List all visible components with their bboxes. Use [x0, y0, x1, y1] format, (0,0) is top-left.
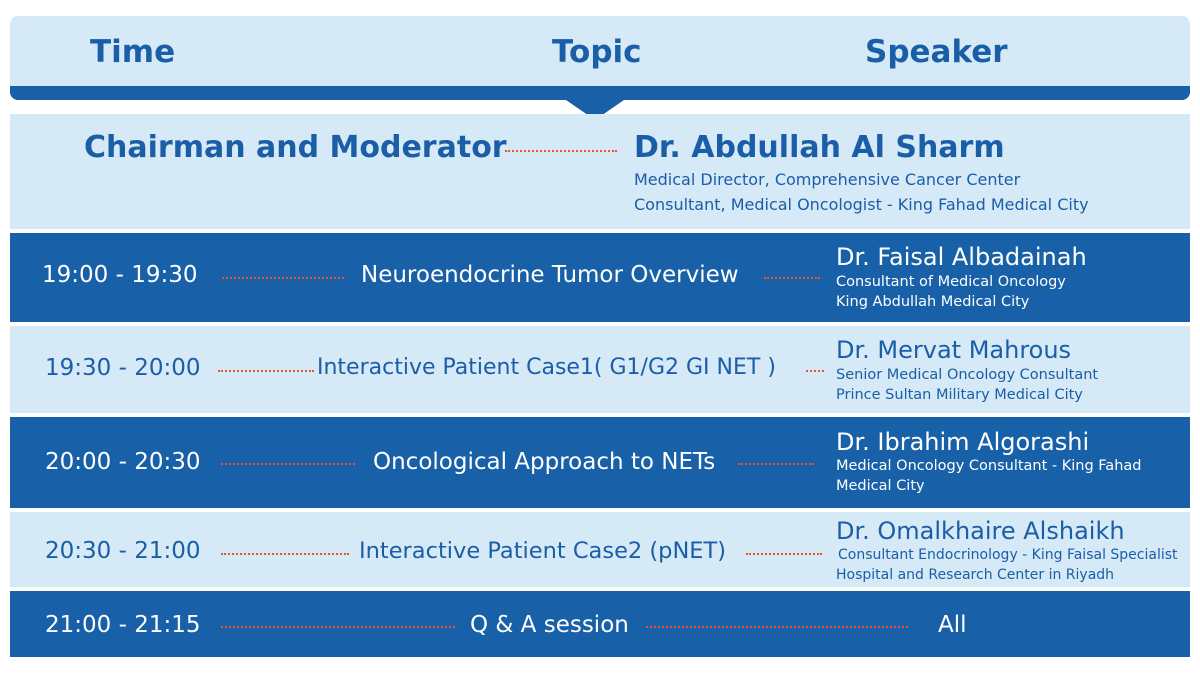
- session-topic: Oncological Approach to NETs: [373, 449, 716, 475]
- speaker-title-line2: Medical City: [836, 478, 925, 494]
- speaker-title-line1: Medical Oncology Consultant - King Fahad: [836, 458, 1142, 474]
- topic-column-header: Topic: [552, 34, 642, 70]
- dotted-leader: [646, 626, 908, 628]
- dotted-leader: [806, 370, 824, 372]
- speaker-name: Dr. Ibrahim Algorashi: [836, 428, 1090, 456]
- session-time: 21:00 - 21:15: [45, 612, 201, 638]
- chair-title-line2: Consultant, Medical Oncologist - King Fa…: [634, 195, 1089, 214]
- session-time: 19:00 - 19:30: [42, 262, 198, 288]
- speaker-title-line1: Senior Medical Oncology Consultant: [836, 367, 1099, 383]
- speaker-title-line1: Consultant of Medical Oncology: [836, 274, 1066, 290]
- speaker-title-line2: King Abdullah Medical City: [836, 294, 1030, 310]
- dotted-leader: [221, 463, 355, 465]
- time-column-header: Time: [90, 34, 176, 70]
- dotted-leader: [222, 277, 344, 279]
- dotted-leader: [221, 553, 349, 555]
- session-row: [10, 417, 1190, 508]
- speaker-name: Dr. Mervat Mahrous: [836, 336, 1072, 364]
- session-time: 20:30 - 21:00: [45, 538, 201, 564]
- chair-name: Dr. Abdullah Al Sharm: [634, 130, 1005, 165]
- session-row: [10, 512, 1190, 587]
- dotted-leader: [218, 370, 314, 372]
- chair-title-line1: Medical Director, Comprehensive Cancer C…: [634, 170, 1021, 189]
- dotted-leader: [738, 463, 814, 465]
- dotted-leader: [764, 277, 820, 279]
- speaker-name: Dr. Faisal Albadainah: [836, 243, 1087, 271]
- session-topic: Interactive Patient Case1( G1/G2 GI NET …: [317, 355, 776, 380]
- speaker-name: All: [938, 612, 967, 638]
- session-row: [10, 326, 1190, 413]
- session-time: 20:00 - 20:30: [45, 449, 201, 475]
- speaker-title-line2: Prince Sultan Military Medical City: [836, 387, 1083, 403]
- speaker-title-line1: Consultant Endocrinology - King Faisal S…: [838, 547, 1178, 563]
- session-row: [10, 591, 1190, 657]
- session-topic: Interactive Patient Case2 (pNET): [359, 538, 727, 564]
- speaker-name: Dr. Omalkhaire Alshaikh: [836, 517, 1125, 545]
- session-time: 19:30 - 20:00: [45, 355, 201, 381]
- session-row: [10, 233, 1190, 322]
- speaker-title-line2: Hospital and Research Center in Riyadh: [836, 567, 1115, 583]
- dotted-leader: [746, 553, 822, 555]
- chair-row: [10, 114, 1190, 229]
- session-topic: Neuroendocrine Tumor Overview: [361, 262, 739, 288]
- header-bar: [10, 86, 1190, 100]
- chair-dotted-leader: [505, 150, 617, 152]
- speaker-column-header: Speaker: [865, 34, 1008, 70]
- chair-role: Chairman and Moderator: [84, 130, 507, 165]
- session-topic: Q & A session: [470, 612, 629, 638]
- dotted-leader: [221, 626, 455, 628]
